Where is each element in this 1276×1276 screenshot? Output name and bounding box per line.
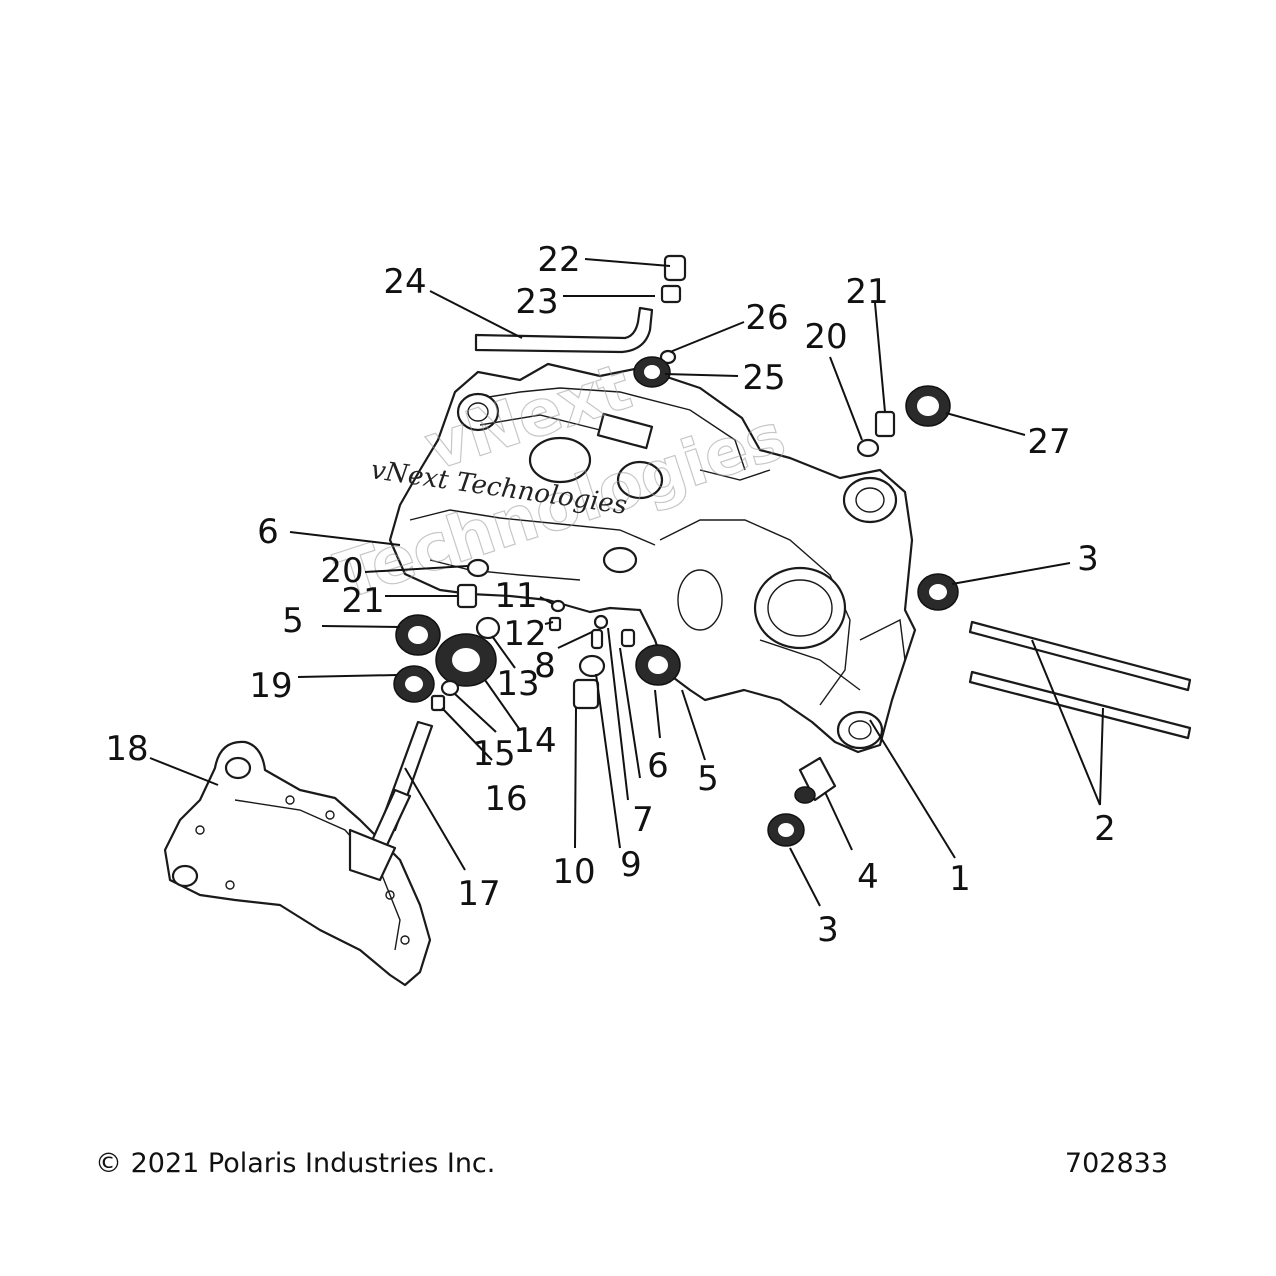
callout-18: 18	[105, 729, 148, 769]
washer-15	[440, 679, 460, 697]
leader-lines	[149, 258, 1104, 907]
callout-17: 17	[457, 874, 500, 914]
bolt-21-left	[456, 583, 478, 609]
plug-10	[572, 678, 600, 710]
breather-hose	[474, 306, 654, 354]
callout-21-right: 21	[845, 272, 888, 312]
callout-3-bottom: 3	[817, 910, 839, 950]
callout-24: 24	[383, 262, 426, 302]
bearing-14	[435, 633, 497, 687]
callout-12: 12	[503, 614, 546, 654]
hose-fitting	[660, 254, 687, 304]
washer-9	[578, 654, 606, 678]
callout-19: 19	[249, 666, 292, 706]
bearing-5-center	[635, 644, 681, 686]
callout-23: 23	[515, 282, 558, 322]
bolt-16	[430, 694, 446, 712]
sleeve-4	[794, 756, 837, 804]
washer-20-right	[856, 438, 880, 458]
callout-20-left: 20	[320, 551, 363, 591]
callout-21-left: 21	[341, 581, 384, 621]
crankcase-housing	[388, 362, 917, 754]
pinion-shaft	[348, 720, 434, 882]
seal-25	[633, 356, 671, 388]
spring-7	[590, 628, 604, 650]
callout-6-center: 6	[647, 746, 669, 786]
ball-8	[593, 614, 609, 630]
callout-16: 16	[484, 779, 527, 819]
callout-25: 25	[742, 358, 785, 398]
callout-13: 13	[496, 664, 539, 704]
callout-27: 27	[1027, 422, 1070, 462]
callout-6-top: 6	[257, 512, 279, 552]
pin-11-12	[548, 599, 566, 632]
callout-15: 15	[472, 734, 515, 774]
drawing-number: 702833	[1064, 1148, 1168, 1179]
callout-3-right: 3	[1077, 539, 1099, 579]
callout-10: 10	[552, 852, 595, 892]
callout-8: 8	[534, 646, 556, 686]
bearing-5-left	[395, 614, 441, 656]
dowel-6	[620, 628, 636, 648]
callouts: 1 2 3 3 4 5 5 6 6 7 8 9 10 11 12 13 14 1…	[105, 240, 1115, 950]
studs-2	[968, 620, 1192, 740]
gasket	[163, 740, 432, 987]
callout-22: 22	[537, 240, 580, 280]
callout-11: 11	[494, 576, 537, 616]
callout-5-center: 5	[697, 759, 719, 799]
bushing-3-right	[917, 573, 959, 611]
seal-27	[905, 385, 951, 427]
callout-14: 14	[513, 721, 556, 761]
callout-20-right: 20	[804, 317, 847, 357]
callout-4: 4	[857, 857, 879, 897]
callout-5-left: 5	[282, 601, 304, 641]
bearing-19	[393, 665, 435, 703]
callout-26: 26	[745, 298, 788, 338]
copyright-text: © 2021 Polaris Industries Inc.	[95, 1148, 496, 1179]
washer-20-left	[466, 558, 490, 578]
bushing-3-bottom	[767, 813, 805, 847]
callout-1: 1	[949, 859, 971, 899]
callout-2: 2	[1094, 809, 1116, 849]
callout-7: 7	[632, 800, 654, 840]
bolt-21-right	[874, 410, 896, 438]
callout-9: 9	[620, 845, 642, 885]
seal-26	[659, 349, 677, 365]
snap-ring-13	[475, 616, 501, 640]
